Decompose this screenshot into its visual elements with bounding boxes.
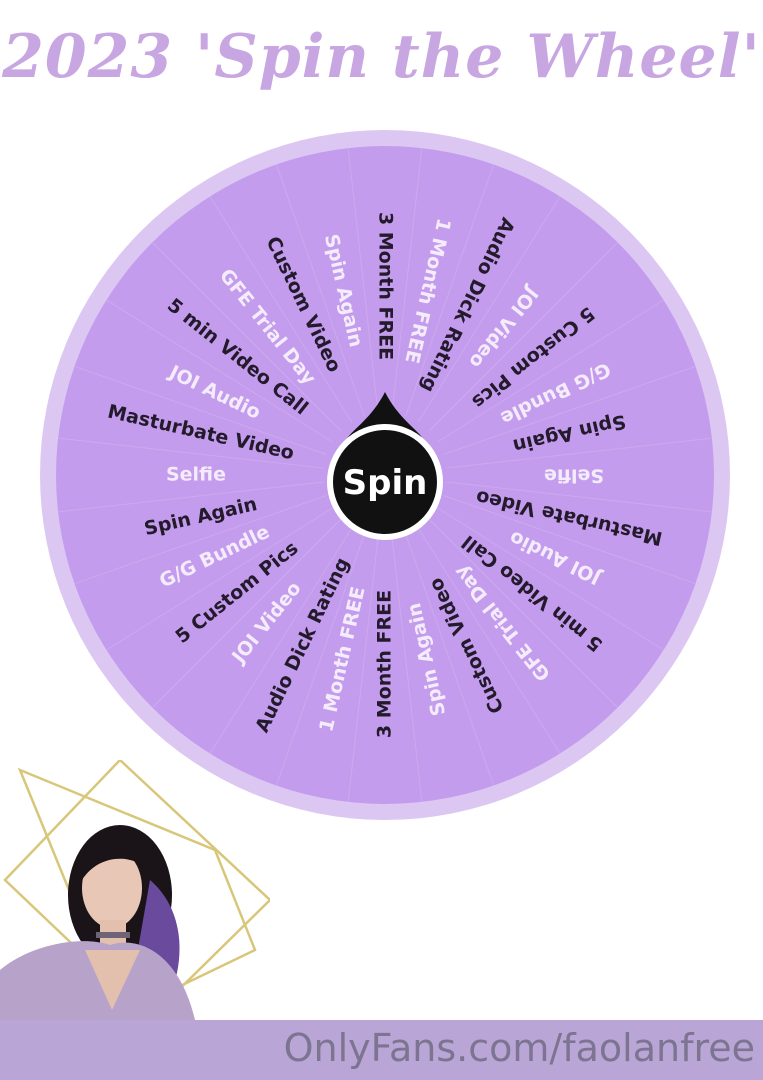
wheel-divider: [443, 495, 696, 585]
wheel-divider: [58, 437, 324, 469]
wheel-divider: [275, 164, 365, 417]
wheel-dividers: [58, 148, 712, 802]
wheel-divider: [58, 481, 324, 513]
wheel-divider: [428, 242, 618, 432]
creator-avatar: [0, 825, 195, 1020]
creator-portrait: [0, 760, 270, 1020]
wheel-divider: [405, 164, 495, 417]
wheel-divider: [446, 437, 712, 469]
wheel-divider: [417, 196, 561, 423]
wheel-divider: [428, 518, 618, 708]
wheel-divider: [152, 242, 342, 432]
wheel-divider: [443, 365, 696, 455]
wheel-divider: [437, 507, 664, 651]
page-title: 2023 'Spin the Wheel': [2, 22, 761, 92]
spin-button-label: Spin: [343, 463, 428, 503]
wheel-divider: [209, 196, 353, 423]
wheel-segment-label: 3 Month FREE: [374, 590, 396, 738]
footer-band: [0, 1020, 763, 1080]
wheel-divider: [347, 148, 379, 414]
wheel-segment-label: Selfie: [544, 465, 604, 487]
spin-button-circle: [327, 424, 443, 540]
wheel-divider: [74, 365, 327, 455]
wheel-divider: [209, 527, 353, 754]
spin-button[interactable]: Spin: [327, 392, 443, 540]
footer-url[interactable]: OnlyFans.com/faolanfree: [283, 1026, 755, 1070]
wheel-divider: [391, 148, 423, 414]
wheel-divider: [106, 299, 333, 443]
wheel-divider: [391, 536, 423, 802]
wheel-divider: [417, 527, 561, 754]
wheel-divider: [74, 495, 327, 585]
wheel-divider: [446, 481, 712, 513]
wheel-divider: [275, 533, 365, 786]
wheel-divider: [106, 507, 333, 651]
wheel-divider: [405, 533, 495, 786]
wheel-divider: [437, 299, 664, 443]
wheel-segment-label: 3 Month FREE: [375, 212, 397, 360]
wheel-divider: [152, 518, 342, 708]
wheel-divider: [347, 536, 379, 802]
wheel-segment-label: Selfie: [166, 464, 226, 486]
